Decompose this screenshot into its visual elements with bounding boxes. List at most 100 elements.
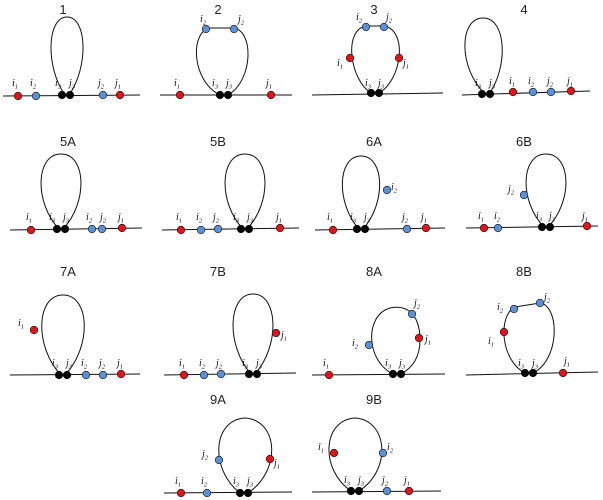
label-i3-d9a: i3 <box>233 476 240 489</box>
vertex-i2-d8a <box>364 340 374 350</box>
label-i2-d2: i2 <box>200 14 207 27</box>
line-d8a <box>311 373 446 376</box>
label-j1-d8a: j1 <box>423 334 431 347</box>
label-j3-d9b: j3 <box>356 475 365 488</box>
label-j3-d2: j3 <box>224 78 233 91</box>
vertex-i3-d6a <box>352 224 362 234</box>
vertex-i1-d9a <box>176 488 186 498</box>
vertex-j3-d6a <box>360 224 370 234</box>
vertex-j1-d6a <box>421 223 431 233</box>
vertex-j3-d8a <box>396 369 406 379</box>
loop-d7a <box>41 294 85 376</box>
label-i2-d4: i2 <box>528 76 535 89</box>
label-j2-d9a: j2 <box>200 449 209 462</box>
label-j1-d5b: j1 <box>274 212 282 225</box>
vertex-i3-d3 <box>366 88 376 98</box>
label-i2-d8a: i2 <box>352 338 359 351</box>
vertex-j3-d9a <box>243 488 253 498</box>
label-i2-d8b: i2 <box>497 302 504 315</box>
vertex-i2-d2 <box>201 24 211 34</box>
vertex-j2-d2 <box>229 24 239 34</box>
vertex-i2-d4 <box>528 87 538 97</box>
label-i3-d7b: i3 <box>242 358 249 371</box>
vertex-i2-d8b <box>509 304 519 314</box>
label-i1-d8a: i1 <box>323 358 329 371</box>
loop-d1 <box>50 16 84 96</box>
diagram-title-6a: 6A <box>366 134 382 149</box>
diagram-title-9a: 9A <box>210 392 226 407</box>
vertex-j1-d3 <box>394 53 404 63</box>
label-j1-d7a: j1 <box>115 358 123 371</box>
label-j1-d1: j1 <box>113 78 121 91</box>
label-j1-d6b: j1 <box>580 211 588 224</box>
label-i1-d9a: i1 <box>175 476 181 489</box>
label-j2-d1: j2 <box>96 78 105 91</box>
label-j1-d3: j1 <box>401 58 409 71</box>
vertex-i1-d6b <box>479 223 489 233</box>
vertex-j1-d8b <box>558 368 568 378</box>
loop-d6a <box>341 155 381 230</box>
label-j3-d4: j3 <box>487 78 496 91</box>
vertex-j2-d9b <box>382 486 392 496</box>
diagram-title-8b: 8B <box>516 264 532 279</box>
vertex-i2-d9a <box>202 488 212 498</box>
loop-d9b <box>328 417 383 492</box>
vertex-i2-d6a <box>382 185 392 195</box>
vertex-i3-d5b <box>236 224 246 234</box>
label-j2-d3: j2 <box>384 12 393 25</box>
label-j3-d8b: j3 <box>530 358 539 371</box>
loop-d3 <box>351 25 400 94</box>
vertex-j1-d4 <box>566 86 576 96</box>
vertex-j2-d5a <box>97 224 107 234</box>
vertex-i3-d2 <box>215 90 225 100</box>
vertex-i2-d5a <box>87 224 97 234</box>
label-j3-d9a: j3 <box>245 476 254 489</box>
label-j1-d7b: j1 <box>279 330 287 343</box>
label-i2-d5b: i2 <box>196 212 203 225</box>
diagram-title-3: 3 <box>370 2 377 17</box>
label-j1-d9a: j1 <box>272 458 280 471</box>
diagram-title-7b: 7B <box>210 264 226 279</box>
diagram-title-5a: 5A <box>60 134 76 149</box>
label-i2-d7b: i2 <box>199 358 206 371</box>
vertex-i1-d5b <box>176 225 186 235</box>
label-i3-d4: i3 <box>475 78 482 91</box>
diagram-title-5b: 5B <box>210 134 226 149</box>
label-i3-d5a: i3 <box>49 212 56 225</box>
label-i1-d5a: i1 <box>26 212 32 225</box>
vertex-i1-d5a <box>26 225 36 235</box>
vertex-j2-d1 <box>98 90 108 100</box>
label-i1-d3: i1 <box>337 58 343 71</box>
vertex-j1-d5a <box>117 223 127 233</box>
vertex-i2-d7b <box>199 370 209 380</box>
label-j2-d7b: j2 <box>214 358 223 371</box>
label-i3-d6b: i3 <box>536 211 543 224</box>
label-j3-d7b: j3 <box>254 358 263 371</box>
label-j2-d9b: j2 <box>380 475 389 488</box>
label-j2-d2: j2 <box>236 14 245 27</box>
diagram-title-1: 1 <box>59 2 66 17</box>
vertex-i3-d7b <box>244 369 254 379</box>
vertex-j3-d2 <box>223 90 233 100</box>
label-j3-d8a: j3 <box>397 358 406 371</box>
label-i3-d5b: i3 <box>233 212 240 225</box>
label-j3-d3: j3 <box>376 78 385 91</box>
label-i1-d7b: i1 <box>179 358 185 371</box>
label-i3-d8a: i3 <box>385 358 392 371</box>
vertex-j3-d9b <box>354 486 364 496</box>
vertex-j2-d6a <box>402 224 412 234</box>
vertex-i3-d9b <box>346 486 356 496</box>
label-j2-d5b: j2 <box>211 212 220 225</box>
vertex-j2-d4 <box>546 87 556 97</box>
vertex-i3-d8b <box>520 368 530 378</box>
label-i2-d1: i2 <box>30 78 37 91</box>
label-i2-d6b: i2 <box>494 211 501 224</box>
vertex-j3-d5a <box>60 224 70 234</box>
vertex-j1-d9b <box>404 486 414 496</box>
label-i1-d8b: i1 <box>488 336 494 349</box>
label-i1-d5b: i1 <box>176 212 182 225</box>
vertex-i1-d2 <box>175 90 185 100</box>
loop-d2 <box>195 27 249 96</box>
vertex-j2-d8a <box>407 309 417 319</box>
